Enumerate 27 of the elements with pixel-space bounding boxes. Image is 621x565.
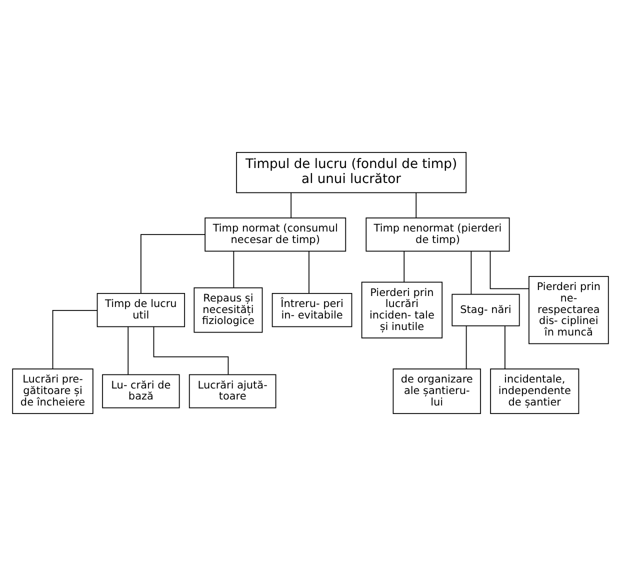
connector — [153, 326, 229, 374]
connector — [128, 326, 129, 374]
connector — [308, 250, 310, 294]
connector — [504, 325, 506, 369]
node-box: Pierderi prin lucrări inciden- tale și inutile — [361, 281, 443, 338]
connector — [52, 310, 98, 369]
node-box: Timpul de lucru (fondul de timp) al unui lucrător — [236, 152, 467, 193]
node-box: Pierderi prin ne- respectarea dis- ciplinei în muncă — [528, 276, 609, 344]
node-box: Timp nenormat (pierderi de timp) — [366, 217, 510, 252]
node-box: Timp normat (consumul necesar de timp) — [204, 217, 346, 252]
node-box: Lucrări ajută- toare — [188, 374, 276, 408]
connector — [416, 192, 417, 218]
node-box: Lucrări pre- gătitoare și de încheiere — [12, 368, 94, 414]
node-box: de organizare ale șantieru- lui — [392, 368, 481, 414]
node-box: Timp de lucru util — [96, 292, 186, 327]
connector — [233, 250, 234, 288]
connector — [466, 325, 467, 369]
node-box: Repaus și necesități fiziologice — [194, 286, 263, 332]
connector — [404, 250, 405, 282]
connector — [140, 234, 206, 294]
node-box: Întreru- peri in- evitabile — [272, 292, 352, 327]
node-box: Stag- nări — [452, 293, 520, 326]
connector — [490, 250, 530, 289]
node-box: Lu- crări de bază — [102, 374, 180, 408]
connector — [290, 192, 292, 218]
connector — [470, 250, 472, 294]
node-box: incidentale, independente de șantier — [490, 368, 580, 414]
